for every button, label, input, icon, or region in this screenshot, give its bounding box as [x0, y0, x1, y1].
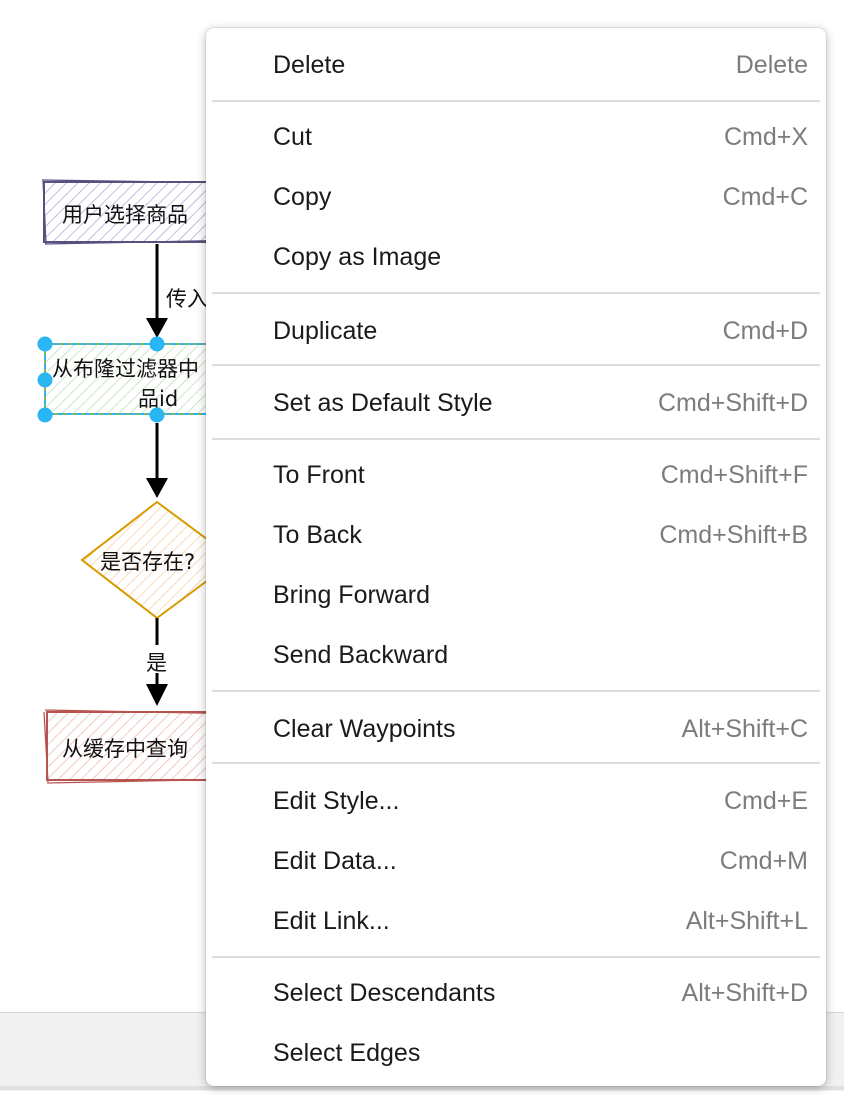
menu-item-send-backward[interactable]: Send Backward	[206, 626, 826, 684]
menu-item-edit-link[interactable]: Edit Link... Alt+Shift+L	[206, 892, 826, 950]
menu-item-to-back[interactable]: To Back Cmd+Shift+B	[206, 506, 826, 564]
menu-item-shortcut: Cmd+Shift+B	[659, 520, 808, 549]
edge-label-pass-in: 传入	[166, 287, 208, 311]
menu-item-shortcut: Alt+Shift+D	[681, 978, 808, 1007]
menu-item-label: Send Backward	[273, 640, 449, 669]
menu-item-label: Cut	[273, 122, 312, 151]
menu-item-label: Select Edges	[273, 1038, 421, 1067]
edge-label-yes: 是	[146, 651, 167, 675]
resize-handle-nw	[37, 336, 53, 352]
menu-item-label: Select Descendants	[273, 978, 496, 1007]
menu-item-shortcut: Alt+Shift+C	[681, 714, 808, 743]
menu-item-shortcut: Cmd+X	[723, 122, 808, 151]
menu-item-bring-forward[interactable]: Bring Forward	[206, 566, 826, 624]
menu-item-shortcut: Cmd+Shift+F	[660, 460, 808, 489]
resize-handle-s	[149, 407, 165, 423]
menu-item-label: Set as Default Style	[273, 388, 493, 417]
menu-item-label: Edit Data...	[273, 846, 397, 875]
node-label-exists-decision: 是否存在?	[100, 550, 196, 574]
node-label-query-cache: 从缓存中查询	[62, 737, 188, 761]
node-label-select-product: 用户选择商品	[62, 203, 188, 227]
menu-item-shortcut: Cmd+D	[722, 316, 808, 345]
menu-item-label: Clear Waypoints	[273, 714, 456, 743]
menu-item-label: Delete	[273, 50, 346, 79]
menu-separator	[212, 438, 820, 440]
context-menu: Delete Delete Cut Cmd+X Copy Cmd+C Copy …	[206, 28, 826, 1086]
menu-separator	[212, 292, 820, 294]
resize-handle-sw	[37, 407, 53, 423]
node-label-bloom-filter-line1: 从布隆过滤器中	[52, 357, 199, 381]
menu-separator	[212, 690, 820, 692]
bottom-divider	[0, 1086, 844, 1090]
menu-item-shortcut: Alt+Shift+L	[685, 906, 808, 935]
menu-item-label: Duplicate	[273, 316, 378, 345]
menu-item-set-default-style[interactable]: Set as Default Style Cmd+Shift+D	[206, 374, 826, 432]
menu-item-shortcut: Cmd+E	[723, 786, 808, 815]
menu-item-edit-data[interactable]: Edit Data... Cmd+M	[206, 832, 826, 890]
edge-bloom-to-decision[interactable]	[146, 423, 168, 498]
resize-handle-w	[37, 372, 53, 388]
node-label-bloom-filter-line2: 品id	[138, 387, 179, 411]
menu-separator	[212, 956, 820, 958]
menu-item-to-front[interactable]: To Front Cmd+Shift+F	[206, 446, 826, 504]
menu-item-copy-as-image[interactable]: Copy as Image	[206, 228, 826, 286]
menu-item-delete[interactable]: Delete Delete	[206, 36, 826, 94]
menu-item-label: Bring Forward	[273, 580, 430, 609]
menu-item-duplicate[interactable]: Duplicate Cmd+D	[206, 302, 826, 360]
menu-item-edit-style[interactable]: Edit Style... Cmd+E	[206, 772, 826, 830]
menu-item-shortcut: Cmd+Shift+D	[657, 388, 808, 417]
menu-item-shortcut: Cmd+C	[722, 182, 808, 211]
menu-item-shortcut: Cmd+M	[719, 846, 808, 875]
menu-item-clear-waypoints[interactable]: Clear Waypoints Alt+Shift+C	[206, 700, 826, 758]
menu-item-cut[interactable]: Cut Cmd+X	[206, 108, 826, 166]
menu-item-label: Copy as Image	[273, 242, 442, 271]
menu-item-select-edges[interactable]: Select Edges	[206, 1024, 826, 1082]
menu-item-shortcut: Delete	[735, 50, 808, 79]
menu-separator	[212, 364, 820, 366]
menu-item-select-descendants[interactable]: Select Descendants Alt+Shift+D	[206, 964, 826, 1022]
menu-separator	[212, 100, 820, 102]
menu-item-label: Copy	[273, 182, 332, 211]
edge-select-to-bloom[interactable]	[146, 244, 168, 338]
menu-item-label: Edit Link...	[273, 906, 390, 935]
selection-handles[interactable]	[37, 336, 165, 423]
menu-item-label: To Front	[273, 460, 365, 489]
edge-decision-to-cache[interactable]	[146, 618, 168, 706]
menu-separator	[212, 762, 820, 764]
resize-handle-n	[149, 336, 165, 352]
menu-item-label: Edit Style...	[273, 786, 400, 815]
menu-item-copy[interactable]: Copy Cmd+C	[206, 168, 826, 226]
menu-item-label: To Back	[273, 520, 362, 549]
